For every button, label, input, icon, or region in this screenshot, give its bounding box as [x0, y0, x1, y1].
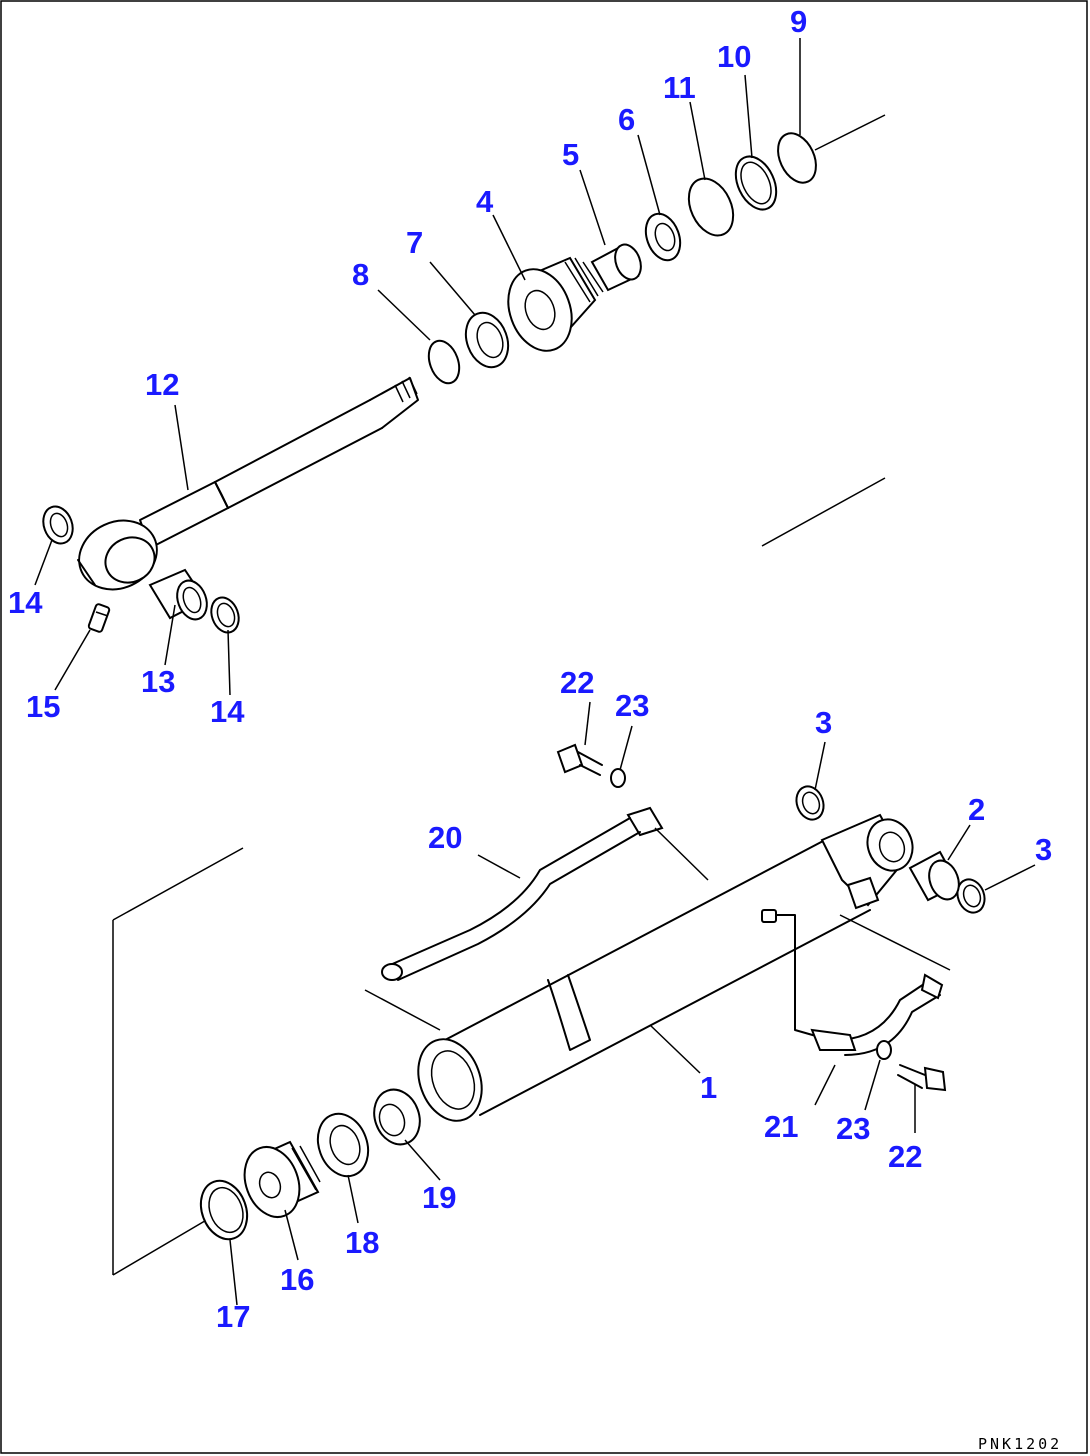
- callout-23-bottom: 23: [836, 1111, 870, 1146]
- part-21-pipe: [761, 909, 944, 1056]
- callout-3-right: 3: [1035, 832, 1052, 867]
- callout-23-top: 23: [615, 688, 649, 723]
- part-2-bushing: [908, 850, 960, 902]
- callout-14-right: 14: [210, 694, 245, 729]
- part-6-packing: [644, 212, 682, 262]
- callout-8: 8: [352, 257, 369, 292]
- part-5-bushing: [590, 243, 642, 292]
- callout-6: 6: [618, 102, 635, 137]
- callout-14-left: 14: [8, 585, 43, 620]
- leader-lines: [34, 38, 1036, 1306]
- callout-22-bottom: 22: [888, 1139, 922, 1174]
- part-19-nut: [373, 1088, 421, 1146]
- callout-21: 21: [764, 1109, 798, 1144]
- part-7-seal: [464, 311, 510, 369]
- part-10-backup-ring: [734, 155, 778, 211]
- callout-7: 7: [406, 225, 423, 260]
- part-18-ring: [316, 1112, 370, 1178]
- drawing-code: PNK1202: [978, 1435, 1062, 1453]
- callout-3-top: 3: [815, 705, 832, 740]
- callout-19: 19: [422, 1180, 456, 1215]
- part-14-ring-left: [42, 505, 74, 545]
- part-20-pipe: [381, 817, 641, 981]
- piston-rod-assembly: [77, 114, 886, 591]
- part-15-grease-fitting: [87, 603, 111, 633]
- callout-2: 2: [968, 792, 985, 827]
- part-13-bushing: [148, 568, 208, 621]
- callout-22-top: 22: [560, 665, 594, 700]
- part-23-washer-top: [610, 768, 626, 788]
- callout-10: 10: [717, 39, 751, 74]
- callout-9: 9: [790, 4, 807, 39]
- callout-13: 13: [141, 664, 175, 699]
- part-9-ring: [777, 132, 817, 184]
- callout-17: 17: [216, 1299, 250, 1334]
- callout-15: 15: [26, 689, 60, 724]
- part-16-piston: [243, 1140, 321, 1218]
- part-22-bolt-bottom: [897, 1064, 947, 1092]
- callout-1: 1: [700, 1070, 717, 1105]
- callout-18: 18: [345, 1225, 379, 1260]
- part-3-spacer-top: [795, 785, 825, 821]
- part-14-ring-right: [210, 596, 240, 634]
- cylinder-assembly: [112, 806, 951, 1276]
- part-11-o-ring: [687, 177, 735, 237]
- callout-20: 20: [428, 820, 462, 855]
- callout-12: 12: [145, 367, 179, 402]
- callout-4: 4: [476, 184, 494, 219]
- callout-16: 16: [280, 1262, 314, 1297]
- callout-11: 11: [663, 70, 696, 105]
- part-4-cylinder-head: [507, 256, 604, 352]
- part-23-washer-bottom: [876, 1040, 892, 1060]
- callout-5: 5: [562, 137, 579, 172]
- part-8-snap-ring: [427, 339, 461, 385]
- part-22-bolt-top: [556, 743, 603, 776]
